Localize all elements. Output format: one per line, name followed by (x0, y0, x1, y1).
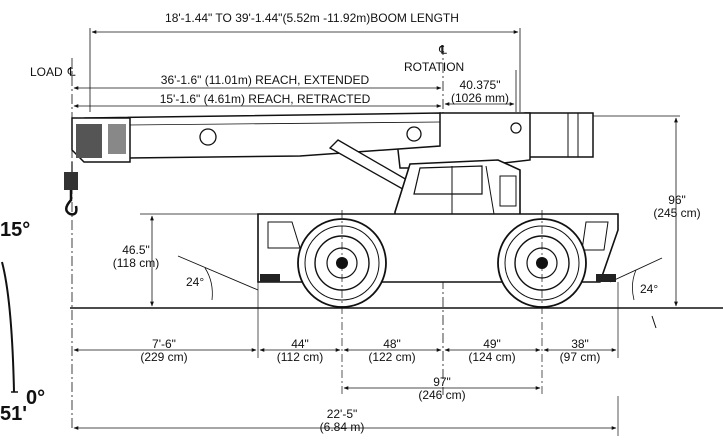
hook (65, 190, 78, 216)
boom-length-label: 18'-1.44" TO 39'-1.44"(5.52m -11.92m)BOO… (165, 11, 459, 25)
hook-block (64, 172, 78, 190)
counterweight (524, 112, 594, 158)
front-to-axle-label: 44" (112 cm) (276, 337, 324, 364)
tail-offset-label: 40.375" (1026 mm) (450, 78, 509, 105)
approach-angle-line (177, 255, 259, 291)
front-wheel (297, 218, 387, 308)
centerline-symbol: ℄ (67, 65, 76, 79)
wheelbase-label: 97" (246 cm) (418, 375, 466, 402)
overall-length-label: 22'-5" (6.84 m) (319, 407, 365, 434)
rear-overhang-label: 38" (97 cm) (559, 337, 601, 364)
overall-height-label: 96" (245 cm) (653, 193, 701, 220)
partial-angle-bottom-label: 0° (26, 387, 46, 409)
deck-height-label: 46.5" (118 cm) (112, 243, 160, 270)
partial-load-arc (1, 261, 15, 393)
reach-retracted-label: 15'-1.6" (4.61m) REACH, RETRACTED (159, 92, 371, 106)
front-overhang-label: 7'-6" (229 cm) (140, 337, 188, 364)
rotation-to-axle-label: 49" (124 cm) (468, 337, 516, 364)
load-centerline-label: LOAD℄ (30, 65, 76, 79)
departure-angle-label: 24° (640, 282, 659, 296)
boom (84, 112, 441, 159)
reach-extended-label: 36'-1.6" (11.01m) REACH, EXTENDED (160, 73, 370, 87)
rotation-centerline-symbol: ℄ (439, 43, 447, 57)
partial-length-label: 51' (0, 403, 28, 425)
partial-angle-top-label: 15° (0, 219, 31, 241)
axle-to-rotation-label: 48" (122 cm) (368, 337, 416, 364)
approach-angle-label: 24° (186, 275, 205, 289)
rotation-label: ROTATION (404, 60, 465, 74)
